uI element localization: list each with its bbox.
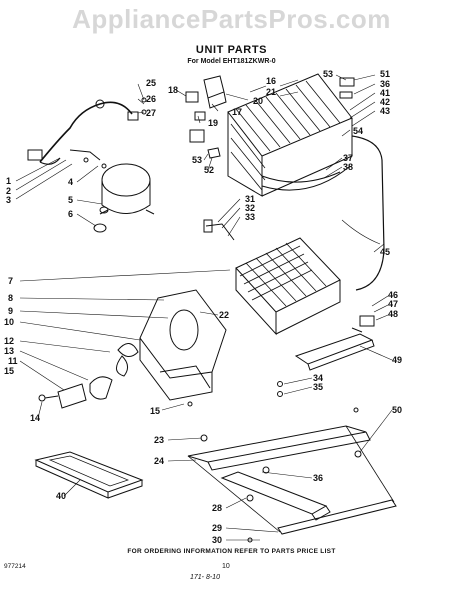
callout-29: 29 (212, 523, 223, 533)
callout-6: 6 (68, 209, 74, 219)
callout-25: 25 (146, 78, 157, 88)
compressor (93, 163, 155, 233)
callout-50: 50 (392, 405, 403, 415)
callout-10: 10 (4, 317, 15, 327)
document-number: 977214 (4, 563, 26, 570)
callout-27: 27 (146, 108, 157, 118)
callout-22: 22 (219, 310, 230, 320)
callout-36-bottom: 36 (313, 473, 324, 483)
callout-15-left: 15 (4, 366, 15, 376)
callout-20: 20 (253, 96, 264, 106)
callout-32: 32 (245, 203, 256, 213)
callout-28: 28 (212, 503, 223, 513)
callout-18: 18 (168, 85, 179, 95)
callout-17: 17 (232, 107, 243, 117)
fan-motor-assembly (38, 343, 139, 409)
power-cord (27, 99, 139, 165)
callout-5: 5 (68, 195, 74, 205)
relay-parts (185, 75, 355, 159)
callout-14: 14 (30, 413, 41, 423)
ordering-note: FOR ORDERING INFORMATION REFER TO PARTS … (127, 548, 336, 555)
callout-54: 54 (353, 126, 364, 136)
fan-shroud (139, 289, 227, 401)
callout-21: 21 (266, 87, 277, 97)
callout-23: 23 (154, 435, 165, 445)
callout-53-mid: 53 (192, 155, 203, 165)
leader-lines (15, 74, 393, 541)
callout-33: 33 (245, 212, 256, 222)
diagram-title: UNIT PARTS (195, 44, 268, 56)
page-number: 10 (222, 563, 230, 570)
callout-53-top: 53 (323, 69, 334, 79)
callout-2: 2 (6, 186, 12, 196)
drip-tray (294, 315, 375, 371)
callout-34: 34 (313, 373, 324, 383)
site-watermark: AppliancePartsPros.com (72, 4, 391, 34)
callout-45: 45 (380, 247, 391, 257)
callout-4: 4 (68, 177, 74, 187)
callout-38: 38 (343, 162, 354, 172)
model-line: For Model EHT181ZKWR-0 (187, 58, 276, 65)
callout-19: 19 (208, 118, 219, 128)
callout-7: 7 (8, 276, 14, 286)
callout-1: 1 (6, 176, 12, 186)
handwritten-note: 171- 8-10 (190, 574, 220, 581)
base-frame (187, 425, 397, 535)
callout-48: 48 (388, 309, 399, 319)
callout-13: 13 (4, 346, 15, 356)
callout-42: 42 (380, 97, 391, 107)
callout-49: 49 (392, 355, 403, 365)
callout-12: 12 (4, 336, 15, 346)
callout-3: 3 (6, 195, 12, 205)
callout-41: 41 (380, 88, 391, 98)
callout-36-top: 36 (380, 79, 391, 89)
callout-51: 51 (380, 69, 391, 79)
callout-8: 8 (8, 293, 14, 303)
callout-47: 47 (388, 299, 399, 309)
callout-24: 24 (154, 456, 165, 466)
condenser-coil (227, 73, 353, 197)
callout-52: 52 (204, 165, 215, 175)
callout-46: 46 (388, 290, 399, 300)
drain-pan (34, 451, 144, 499)
callout-15-center: 15 (150, 406, 161, 416)
callout-31: 31 (245, 194, 256, 204)
callout-26: 26 (146, 94, 157, 104)
callout-30: 30 (212, 535, 223, 545)
callout-16: 16 (266, 76, 277, 86)
connecting-tube (351, 135, 385, 291)
callout-43: 43 (380, 106, 391, 116)
callout-37: 37 (343, 153, 354, 163)
callout-11: 11 (8, 356, 18, 366)
callout-40: 40 (56, 491, 67, 501)
evaporator-coil (203, 219, 341, 336)
callout-9: 9 (8, 306, 14, 316)
callout-35: 35 (313, 382, 324, 392)
